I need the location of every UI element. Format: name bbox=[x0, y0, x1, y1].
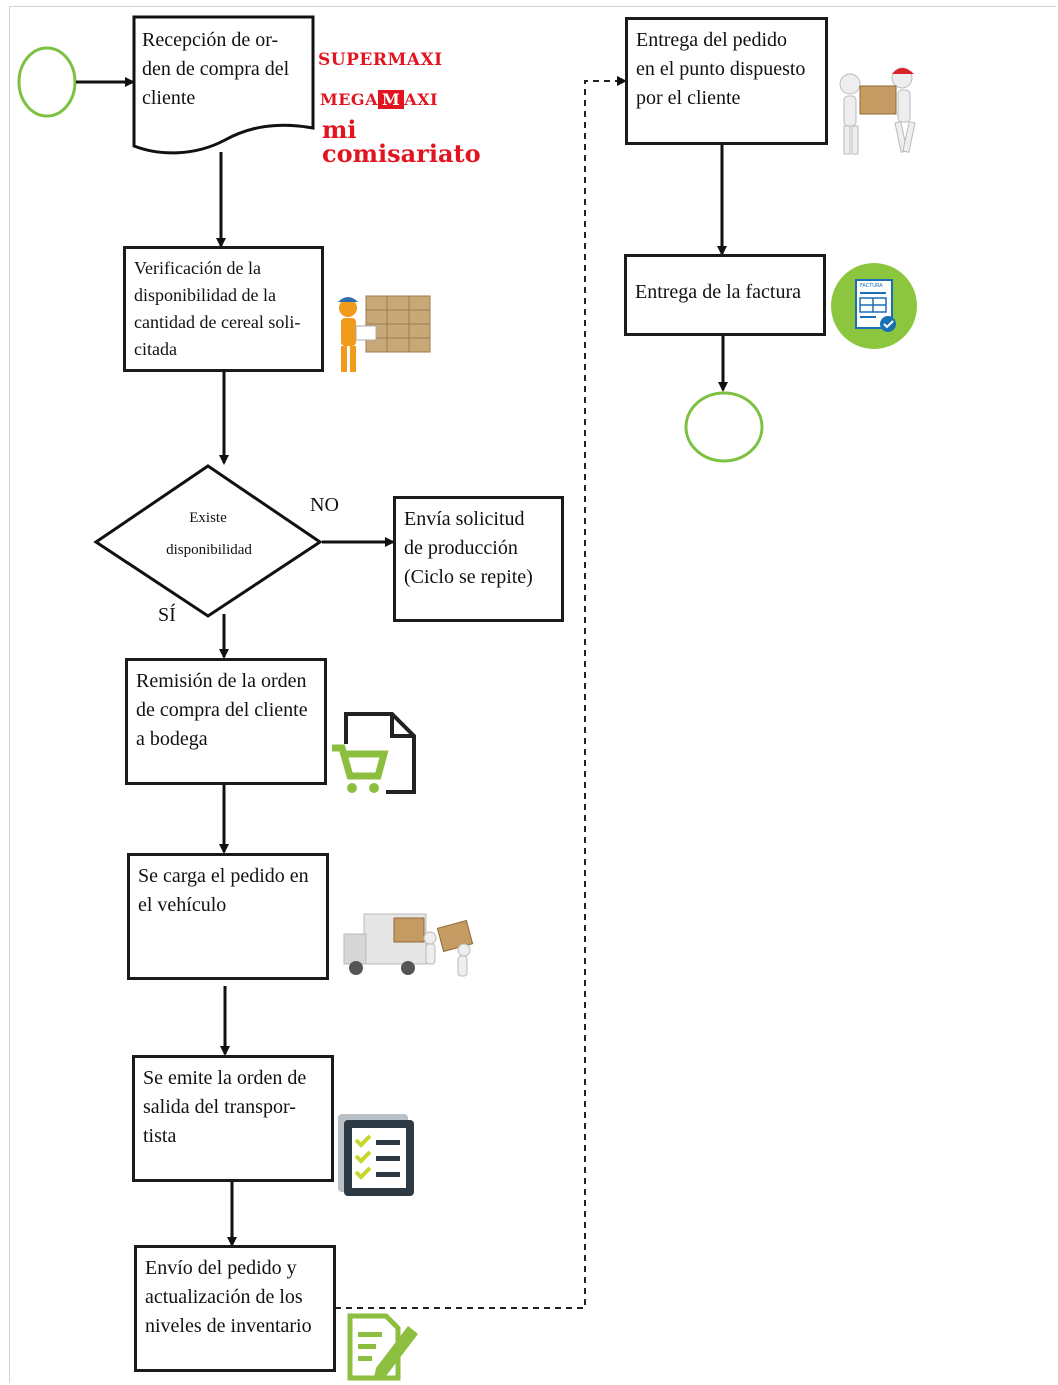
comisariato-text: comisariato bbox=[322, 139, 481, 168]
checklist-icon bbox=[338, 1114, 414, 1196]
mi-text: mi bbox=[322, 115, 357, 144]
step-loading: Se carga el pedido en el vehículo bbox=[127, 853, 329, 980]
document-shape bbox=[132, 15, 315, 155]
decision-diamond bbox=[93, 464, 323, 618]
edit-document-icon bbox=[347, 1313, 418, 1381]
step-reception: Recepción de or- den de compra del clien… bbox=[142, 29, 290, 109]
truck-movers-icon bbox=[343, 913, 474, 977]
step-shipping: Envío del pedido y actualización de los … bbox=[134, 1245, 336, 1372]
yes-label: SÍ bbox=[158, 604, 176, 626]
step-exit-order: Se emite la orden de salida del transpor… bbox=[132, 1055, 334, 1182]
no-label: NO bbox=[310, 494, 339, 516]
step-delivery: Entrega del pedido en el punto dispuesto… bbox=[625, 17, 828, 145]
megamaxi-left: MEGA bbox=[320, 90, 378, 109]
mi-comisariato-logo: mi comisariato bbox=[322, 118, 481, 166]
decision-label-disponibilidad: disponibilidad bbox=[166, 542, 252, 558]
worker-boxes-icon bbox=[338, 295, 431, 372]
step-remission: Remisión de la orden de compra del clien… bbox=[125, 658, 327, 785]
megamaxi-right: AXI bbox=[404, 90, 439, 109]
invoice-icon-label: FACTURA bbox=[860, 283, 883, 289]
invoice-icon: FACTURA bbox=[831, 263, 917, 349]
step-verification: Verificación de la disponibilidad de la … bbox=[123, 246, 324, 372]
end-circle bbox=[684, 391, 764, 463]
supermaxi-logo: SUPERMAXI bbox=[318, 50, 443, 70]
start-circle bbox=[17, 46, 77, 118]
decision-label-existe: Existe bbox=[189, 510, 227, 526]
megamaxi-diamond: M bbox=[377, 90, 405, 109]
diagram-frame bbox=[9, 6, 1056, 1383]
cart-document-icon bbox=[330, 712, 416, 798]
step-production: Envía solicitud de producción (Ciclo se … bbox=[393, 496, 564, 622]
delivery-handover-icon bbox=[839, 67, 916, 155]
step-invoice: Entrega de la factura bbox=[624, 254, 826, 336]
